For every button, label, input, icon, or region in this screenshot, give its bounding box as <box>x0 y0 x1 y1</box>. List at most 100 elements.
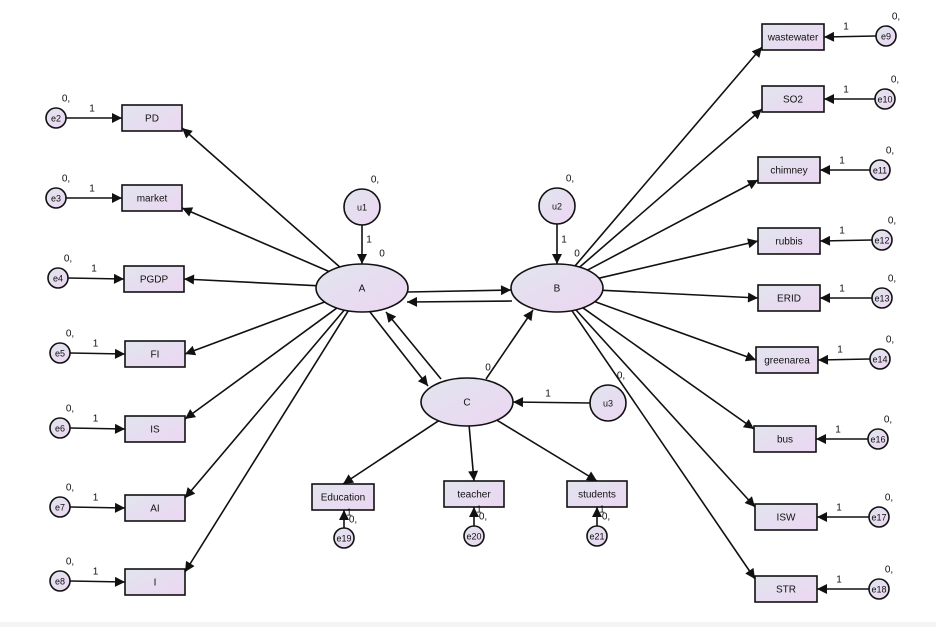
loading-path-a-pgdp[interactable] <box>183 274 317 287</box>
loading-path-c-teacher[interactable] <box>468 425 479 482</box>
error-circle[interactable] <box>333 527 355 549</box>
structural-path-a-to-c[interactable] <box>369 311 429 387</box>
error-circle[interactable] <box>49 570 71 592</box>
error-circle[interactable] <box>869 159 891 181</box>
loading-path-b-so2[interactable] <box>579 108 763 268</box>
observed-variable-greenarea[interactable] <box>755 346 819 374</box>
error-term-e5[interactable] <box>49 342 71 364</box>
error-term-e21[interactable] <box>586 525 608 547</box>
disturbance-u3[interactable] <box>589 384 627 422</box>
latent-ellipse[interactable] <box>510 263 604 313</box>
loading-path-b-erid[interactable] <box>602 289 759 303</box>
disturbance-circle[interactable] <box>343 188 381 226</box>
error-circle[interactable] <box>871 287 893 309</box>
error-circle[interactable] <box>874 88 896 110</box>
latent-variable-c[interactable] <box>420 377 514 427</box>
observed-box[interactable] <box>121 184 183 212</box>
error-circle[interactable] <box>49 417 71 439</box>
error-circle[interactable] <box>875 25 897 47</box>
error-term-e10[interactable] <box>874 88 896 110</box>
error-circle[interactable] <box>867 428 889 450</box>
disturbance-u2[interactable] <box>538 187 576 225</box>
error-circle[interactable] <box>463 525 485 547</box>
structural-path-c-to-b[interactable] <box>485 309 534 380</box>
error-circle[interactable] <box>49 342 71 364</box>
error-term-e11[interactable] <box>869 159 891 181</box>
error-term-e12[interactable] <box>871 229 893 251</box>
observed-variable-ai[interactable] <box>124 494 186 522</box>
loading-path-a-fi[interactable] <box>184 301 325 356</box>
error-term-e17[interactable] <box>868 506 890 528</box>
observed-box[interactable] <box>757 284 821 312</box>
observed-box[interactable] <box>566 480 628 508</box>
error-circle[interactable] <box>586 525 608 547</box>
loading-path-b-rubbis[interactable] <box>598 238 759 279</box>
loading-path-a-i[interactable] <box>184 310 349 573</box>
error-term-e20[interactable] <box>463 525 485 547</box>
observed-box[interactable] <box>754 575 818 603</box>
observed-box[interactable] <box>124 415 186 443</box>
error-term-e6[interactable] <box>49 417 71 439</box>
error-term-e8[interactable] <box>49 570 71 592</box>
error-circle[interactable] <box>45 187 67 209</box>
observed-box[interactable] <box>754 503 818 531</box>
observed-box[interactable] <box>124 568 186 596</box>
loading-path-a-ai[interactable] <box>184 309 345 499</box>
disturbance-u1[interactable] <box>343 188 381 226</box>
error-circle[interactable] <box>49 496 71 518</box>
structural-path-b-to-a[interactable] <box>406 296 513 307</box>
loading-path-b-wastewater[interactable] <box>574 46 763 267</box>
observed-box[interactable] <box>755 346 819 374</box>
loading-path-c-students[interactable] <box>496 419 598 482</box>
observed-box[interactable] <box>311 483 375 511</box>
error-circle[interactable] <box>868 506 890 528</box>
observed-variable-i[interactable] <box>124 568 186 596</box>
error-circle[interactable] <box>45 107 67 129</box>
error-circle[interactable] <box>869 348 891 370</box>
observed-box[interactable] <box>761 85 825 113</box>
latent-ellipse[interactable] <box>315 263 409 313</box>
disturbance-circle[interactable] <box>589 384 627 422</box>
observed-box[interactable] <box>757 227 821 255</box>
loading-path-b-greenarea[interactable] <box>594 300 757 362</box>
error-term-e18[interactable] <box>868 578 890 600</box>
observed-variable-chimney[interactable] <box>757 156 821 184</box>
structural-path-a-to-b[interactable] <box>407 285 512 296</box>
observed-variable-pd[interactable] <box>121 104 183 132</box>
loading-path-b-str[interactable] <box>571 310 756 580</box>
loading-path-b-bus[interactable] <box>582 307 755 430</box>
structural-path-c-to-a[interactable] <box>385 311 442 380</box>
loading-path-c-education[interactable] <box>342 420 439 485</box>
observed-box[interactable] <box>443 480 505 508</box>
observed-box[interactable] <box>757 156 821 184</box>
observed-variable-rubbis[interactable] <box>757 227 821 255</box>
latent-ellipse[interactable] <box>420 377 514 427</box>
error-term-e4[interactable] <box>47 267 69 289</box>
latent-variable-b[interactable] <box>510 263 604 313</box>
observed-variable-erid[interactable] <box>757 284 821 312</box>
observed-variable-isw[interactable] <box>754 503 818 531</box>
error-term-e9[interactable] <box>875 25 897 47</box>
loading-path-a-is[interactable] <box>184 307 338 420</box>
observed-variable-so2[interactable] <box>761 85 825 113</box>
observed-variable-teacher[interactable] <box>443 480 505 508</box>
observed-variable-str[interactable] <box>754 575 818 603</box>
error-term-e14[interactable] <box>869 348 891 370</box>
observed-variable-pgdp[interactable] <box>123 265 185 293</box>
loading-path-a-pd[interactable] <box>181 127 341 268</box>
disturbance-circle[interactable] <box>538 187 576 225</box>
error-circle[interactable] <box>871 229 893 251</box>
observed-variable-education[interactable] <box>311 483 375 511</box>
observed-box[interactable] <box>121 104 183 132</box>
error-circle[interactable] <box>868 578 890 600</box>
loading-path-a-market[interactable] <box>181 207 330 273</box>
observed-variable-market[interactable] <box>121 184 183 212</box>
loading-path-b-chimney[interactable] <box>587 179 759 271</box>
observed-variable-bus[interactable] <box>753 425 817 453</box>
error-term-e2[interactable] <box>45 107 67 129</box>
observed-variable-students[interactable] <box>566 480 628 508</box>
observed-box[interactable] <box>124 494 186 522</box>
observed-box[interactable] <box>761 23 825 51</box>
error-term-e19[interactable] <box>333 527 355 549</box>
error-term-e13[interactable] <box>871 287 893 309</box>
